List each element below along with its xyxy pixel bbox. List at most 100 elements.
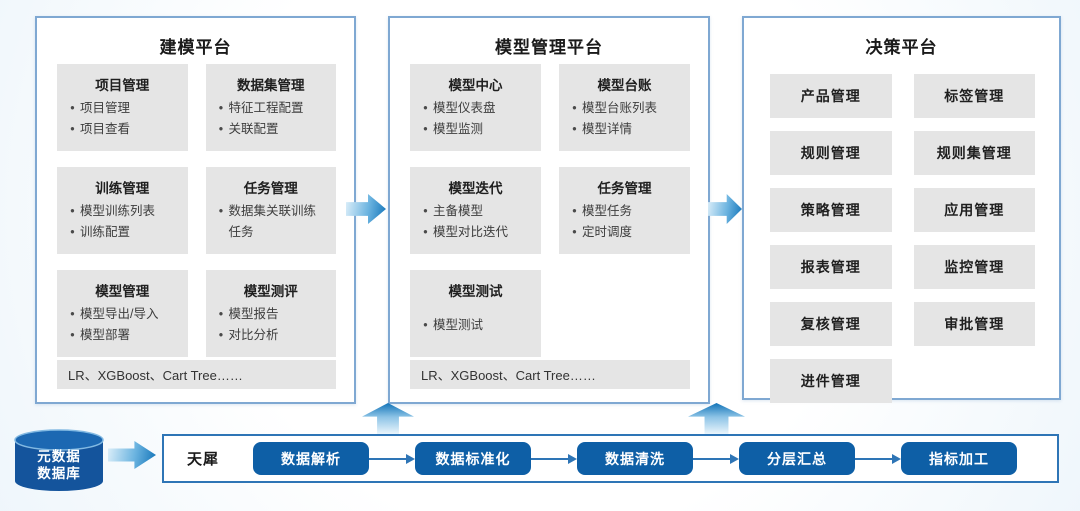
feature-item-label: 模型任务 <box>582 204 633 218</box>
feature-item: •对比分析 <box>214 325 329 346</box>
panel-decision-platform: 决策平台 产品管理标签管理规则管理规则集管理策略管理应用管理报表管理监控管理复核… <box>742 16 1061 403</box>
flow-arrow-shaft <box>531 457 569 460</box>
flow-arrow-icon <box>531 453 578 464</box>
data-pipeline-panel: 天犀 数据解析数据标准化数据清洗分层汇总指标加工 <box>162 434 1059 483</box>
arrow-right-icon <box>108 441 156 469</box>
feature-item: •项目查看 <box>65 119 180 140</box>
pipeline-step: 数据标准化 <box>415 442 532 475</box>
feature-item-label: 模型台账列表 <box>582 101 658 115</box>
feature-group-title: 任务管理 <box>597 181 652 196</box>
arrow-right-icon <box>708 194 742 224</box>
feature-item: •定时调度 <box>567 222 682 243</box>
module-tile: 进件管理 <box>770 359 892 403</box>
algorithms-bar: LR、XGBoost、Cart Tree…… <box>57 360 336 389</box>
module-tile: 规则管理 <box>770 131 892 175</box>
feature-item-label: 模型测试 <box>433 318 484 332</box>
feature-group-title: 模型测试 <box>448 284 503 299</box>
feature-item: •关联配置 <box>214 119 329 140</box>
feature-item: • 数据集关联训练任务 <box>214 201 329 243</box>
bullet-icon: • <box>423 101 428 115</box>
feature-group: 任务管理•数据集关联训练任务 <box>205 167 336 254</box>
module-tile: 规则集管理 <box>913 131 1035 175</box>
feature-group-title: 项目管理 <box>95 78 150 93</box>
feature-group: 数据集管理•特征工程配置•关联配置 <box>205 64 336 151</box>
feature-item-label: 模型对比迭代 <box>433 225 509 239</box>
metadata-database-icon: 元数据 数据库 <box>13 429 105 493</box>
pipeline-step: 指标加工 <box>901 442 1018 475</box>
bullet-icon: • <box>572 204 577 218</box>
pipeline-name-label: 天犀 <box>187 451 220 468</box>
panel-modeling-platform: 建模平台 项目管理•项目管理•项目查看数据集管理•特征工程配置•关联配置训练管理… <box>35 16 356 404</box>
feature-item-label: 主备模型 <box>433 204 484 218</box>
feature-item-list: • 模型测试 <box>418 315 533 336</box>
feature-item-list: • 数据集关联训练任务 <box>214 201 329 243</box>
feature-item: •模型训练列表 <box>65 201 180 222</box>
feature-item-list: • 模型台账列表 • 模型详情 <box>567 98 682 140</box>
feature-item: • 模型台账列表 <box>567 98 682 119</box>
module-tile: 标签管理 <box>913 74 1035 118</box>
database-label-line1: 元数据 <box>37 449 81 464</box>
arrow-up-icon <box>362 403 414 434</box>
feature-item-label: 数据集关联训练任务 <box>228 204 317 239</box>
feature-item: • 模型测试 <box>418 315 533 336</box>
flow-arrow-icon <box>693 453 740 464</box>
feature-item-label: 训练配置 <box>80 225 131 239</box>
pipeline-step: 数据解析 <box>253 442 370 475</box>
bullet-icon: • <box>218 328 224 342</box>
bullet-icon: • <box>218 204 224 218</box>
feature-group-title: 模型中心 <box>448 78 503 93</box>
feature-item-list: •模型报告•对比分析 <box>214 304 329 346</box>
bullet-icon: • <box>572 122 577 136</box>
bullet-icon: • <box>572 101 577 115</box>
flow-arrow-shaft <box>369 457 407 460</box>
bullet-icon: • <box>70 122 75 136</box>
flow-arrow-head <box>730 453 740 464</box>
module-tile-grid: 产品管理标签管理规则管理规则集管理策略管理应用管理报表管理监控管理复核管理审批管… <box>770 74 1035 403</box>
feature-item-label: 特征工程配置 <box>228 101 304 115</box>
module-tile: 监控管理 <box>913 245 1035 289</box>
feature-item-label: 模型导出/导入 <box>80 307 159 321</box>
module-tile: 审批管理 <box>913 302 1035 346</box>
bullet-icon: • <box>70 204 75 218</box>
feature-item: •模型仪表盘 <box>418 98 533 119</box>
feature-item-label: 模型监测 <box>433 122 484 136</box>
feature-item: • 模型监测 <box>418 119 533 140</box>
feature-item: • 训练配置 <box>65 222 180 243</box>
module-tile: 应用管理 <box>913 188 1035 232</box>
feature-item: •模型报告 <box>214 304 329 325</box>
flow-arrow-icon <box>855 453 902 464</box>
feature-item: • 主备模型 <box>418 201 533 222</box>
feature-item-list: • 项目管理 •项目查看 <box>65 98 180 140</box>
feature-group-title: 模型台账 <box>597 78 652 93</box>
feature-item-list: • 主备模型 • 模型对比迭代 <box>418 201 533 243</box>
flow-arrow-shaft <box>855 457 893 460</box>
flow-arrow-shaft <box>693 457 731 460</box>
pipeline-step: 分层汇总 <box>739 442 856 475</box>
bullet-icon: • <box>423 318 428 332</box>
panel-title: 决策平台 <box>865 38 938 57</box>
feature-item-label: 项目管理 <box>80 101 131 115</box>
bullet-icon: • <box>423 204 428 218</box>
bullet-icon: • <box>70 225 75 239</box>
bullet-icon: • <box>70 328 75 342</box>
feature-item-list: •特征工程配置•关联配置 <box>214 98 329 140</box>
bullet-icon: • <box>70 101 75 115</box>
feature-group-title: 模型测评 <box>243 284 298 299</box>
feature-item: • 模型对比迭代 <box>418 222 533 243</box>
bullet-icon: • <box>423 225 428 239</box>
bullet-icon: • <box>423 122 428 136</box>
feature-group: 项目管理 • 项目管理 •项目查看 <box>57 64 188 151</box>
feature-group-grid: 模型中心•模型仪表盘•模型监测模型台账•模型台账列表•模型详情模型迭代•主备模型… <box>410 64 690 357</box>
feature-item-list: •模型导出/导入•模型部署 <box>65 304 180 346</box>
feature-group: 模型台账 • 模型台账列表 • 模型详情 <box>559 64 690 151</box>
feature-group: 模型中心•模型仪表盘•模型监测 <box>410 64 541 151</box>
module-tile: 报表管理 <box>770 245 892 289</box>
feature-item: • 模型导出/导入 <box>65 304 180 325</box>
feature-item-label: 模型详情 <box>582 122 633 136</box>
arrow-up-icon <box>688 403 745 434</box>
panel-title: 模型管理平台 <box>495 38 603 57</box>
feature-group: 训练管理•模型训练列表•训练配置 <box>57 167 188 254</box>
panel-model-management-platform: 模型管理平台 模型中心•模型仪表盘•模型监测模型台账•模型台账列表•模型详情模型… <box>388 16 710 404</box>
bullet-icon: • <box>70 307 75 321</box>
